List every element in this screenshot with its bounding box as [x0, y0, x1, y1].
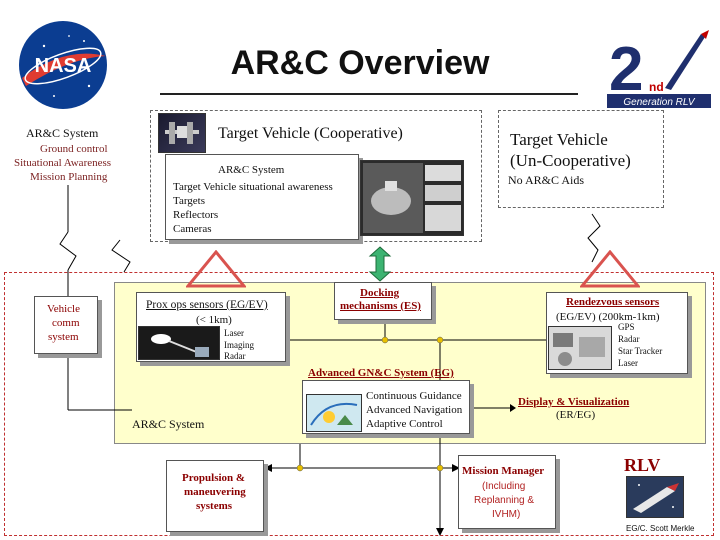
gnc-title: Advanced GN&C System (EG) — [308, 367, 454, 379]
prox-ops-item-imaging: Imaging — [224, 340, 254, 350]
rendezvous-item-laser: Laser — [618, 358, 638, 368]
left-panel-line-mission-planning: Mission Planning — [30, 171, 108, 183]
rlv-label: RLV — [624, 455, 661, 475]
mission-manager-line2: Replanning & — [474, 495, 535, 506]
target-coop-title: Target Vehicle (Cooperative) — [218, 125, 403, 142]
space-station-image — [158, 113, 206, 153]
gnc-item-guidance: Continuous Guidance — [366, 390, 462, 402]
left-panel-line-situational-awareness: Situational Awareness — [14, 157, 112, 169]
mission-manager-box — [458, 455, 556, 529]
gnc-trajectory-image — [306, 394, 362, 432]
display-subtitle: (ER/EG) — [556, 409, 596, 421]
slide-title: AR&C Overview — [230, 44, 490, 82]
mission-manager-line1: (Including — [482, 481, 526, 492]
target-coop-line-targets: Targets — [173, 195, 206, 207]
vehicle-comm-line-comm: comm — [52, 317, 80, 329]
footer-credit: EG/C. Scott Merkle — [626, 524, 695, 533]
nasa-logo: NASA — [14, 16, 112, 114]
propulsion-line3: systems — [196, 500, 233, 512]
prox-ops-range: (< 1km) — [196, 314, 232, 326]
generation-suffix: nd — [649, 80, 664, 94]
nasa-logo-text: NASA — [35, 55, 92, 77]
vehicle-region — [4, 272, 714, 536]
propulsion-line1: Propulsion & — [182, 472, 246, 484]
arc-system-label: AR&C System — [132, 417, 205, 431]
target-coop-heading: AR&C System — [218, 164, 285, 176]
title-rule — [160, 93, 578, 95]
target-coop-line-cameras: Cameras — [173, 223, 212, 235]
docking-camera-screenshot — [360, 160, 464, 236]
gnc-item-navigation: Advanced Navigation — [366, 404, 463, 416]
target-coop-line-awareness: Target Vehicle situational awareness — [173, 181, 333, 193]
propulsion-box — [166, 460, 264, 532]
rendezvous-title: Rendezvous sensors — [566, 296, 660, 308]
docking-double-arrow — [368, 246, 392, 282]
gnc-item-adaptive-control: Adaptive Control — [366, 418, 443, 430]
rlv-image — [626, 476, 684, 518]
target-coop-line-reflectors: Reflectors — [173, 209, 219, 221]
vehicle-comm-box — [34, 296, 98, 354]
propulsion-line2: maneuvering — [184, 486, 246, 498]
prox-ops-up-arrow — [186, 250, 246, 288]
rendezvous-item-star-tracker: Star Tracker — [618, 346, 663, 356]
prox-ops-title: Prox ops sensors (EG/EV) — [146, 299, 268, 311]
vehicle-comm-line-vehicle: Vehicle — [47, 303, 80, 315]
docking-line1: Docking — [360, 287, 400, 299]
generation-text: Generation RLV — [623, 97, 695, 108]
docking-box — [334, 282, 432, 320]
docking-line2: mechanisms (ES) — [340, 300, 421, 312]
prox-ops-item-radar: Radar — [224, 352, 246, 360]
mission-manager-title: Mission Manager — [462, 465, 545, 477]
target-uncoop-title-line2: (Un-Cooperative) — [510, 151, 631, 170]
rendezvous-item-radar: Radar — [618, 334, 640, 344]
target-uncoop-note: No AR&C Aids — [508, 173, 585, 187]
prox-ops-item-laser: Laser — [224, 328, 244, 338]
generation-rlv-logo: 2 nd Generation RLV — [605, 28, 715, 114]
generation-number: 2 — [609, 35, 643, 104]
prox-ops-sensor-image — [138, 326, 220, 360]
rendezvous-sensor-image — [548, 326, 612, 370]
left-panel-heading: AR&C System — [26, 126, 99, 140]
rendezvous-subtitle: (EG/EV) (200km-1km) — [556, 311, 660, 323]
rendezvous-item-gps: GPS — [618, 322, 635, 332]
target-uncooperative-region — [498, 110, 664, 208]
left-panel-line-ground-control: Ground control — [40, 143, 108, 155]
display-title: Display & Visualization — [518, 396, 630, 408]
target-coop-box — [165, 154, 359, 240]
rendezvous-up-arrow — [580, 250, 640, 288]
vehicle-comm-line-system: system — [48, 331, 79, 343]
mission-manager-line3: IVHM) — [492, 509, 521, 520]
target-cooperative-region — [150, 110, 482, 242]
target-uncoop-title-line1: Target Vehicle — [510, 130, 608, 149]
